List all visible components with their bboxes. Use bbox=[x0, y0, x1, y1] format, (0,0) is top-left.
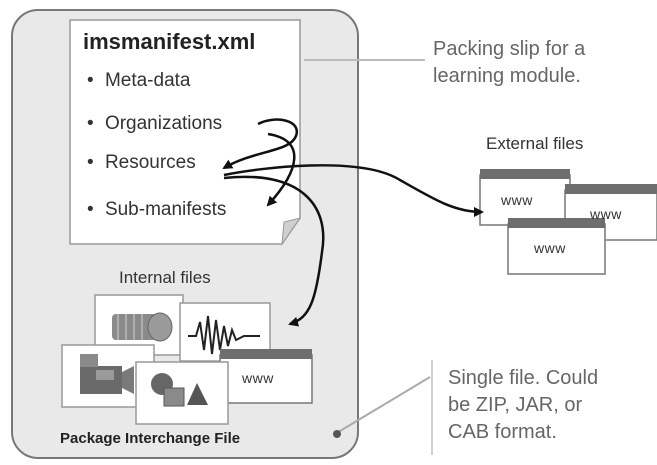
internal-web-page bbox=[219, 354, 313, 404]
callout-line: Single file. Could bbox=[448, 367, 599, 389]
arrow-resources-to-external bbox=[223, 164, 484, 217]
arrow-resources-to-internal bbox=[223, 175, 325, 327]
external-page-3 bbox=[507, 223, 606, 275]
package-label: Package Interchange File bbox=[60, 430, 241, 447]
callout-line: CAB format. bbox=[448, 421, 557, 443]
external-files-label: External files bbox=[486, 134, 584, 153]
bullet: • bbox=[87, 70, 94, 91]
arrow-organizations-to-submanifests bbox=[266, 132, 296, 207]
manifest-item-label: Resources bbox=[104, 152, 196, 173]
external-page-3-text: www bbox=[534, 240, 566, 256]
external-page-2-text: www bbox=[590, 206, 622, 222]
bullet: • bbox=[87, 113, 94, 134]
internal-files-label: Internal files bbox=[119, 268, 211, 287]
manifest-item-meta-data: • Meta-data bbox=[87, 70, 190, 92]
callout-line: learning module. bbox=[433, 65, 581, 87]
arrow-organizations-to-resources bbox=[222, 118, 299, 170]
single-file-callout: Single file. Could be ZIP, JAR, or CAB f… bbox=[448, 365, 598, 446]
packing-slip-callout: Packing slip for a learning module. bbox=[433, 36, 585, 90]
manifest-title: imsmanifest.xml bbox=[83, 29, 256, 54]
external-files-group bbox=[479, 169, 657, 275]
manifest-item-label: Sub-manifests bbox=[104, 199, 227, 220]
single-file-leader bbox=[334, 376, 431, 435]
package-marker-dot bbox=[333, 430, 341, 438]
manifest-item-label: Organizations bbox=[104, 113, 223, 134]
external-page-3-bar bbox=[508, 218, 605, 228]
external-page-2-bar bbox=[565, 184, 657, 194]
manifest-folded-corner bbox=[281, 217, 302, 246]
manifest-item-label: Meta-data bbox=[104, 70, 191, 91]
waveform-line bbox=[188, 315, 260, 355]
external-page-1-bar bbox=[480, 169, 570, 179]
internal-web-page-bar bbox=[220, 349, 312, 359]
shape-triangle bbox=[187, 383, 208, 405]
manifest-item-sub-manifests: • Sub-manifests bbox=[87, 199, 226, 221]
callout-line: Packing slip for a bbox=[433, 38, 586, 60]
internal-files-group bbox=[61, 294, 313, 425]
manifest-item-resources: • Resources bbox=[87, 152, 196, 174]
callout-line: be ZIP, JAR, or bbox=[448, 394, 583, 416]
manifest-item-organizations: • Organizations bbox=[87, 113, 222, 135]
bullet: • bbox=[87, 199, 94, 220]
shape-square bbox=[163, 387, 185, 407]
bullet: • bbox=[87, 152, 94, 173]
internal-page-text: www bbox=[242, 370, 274, 386]
external-page-1-text: www bbox=[501, 192, 533, 208]
